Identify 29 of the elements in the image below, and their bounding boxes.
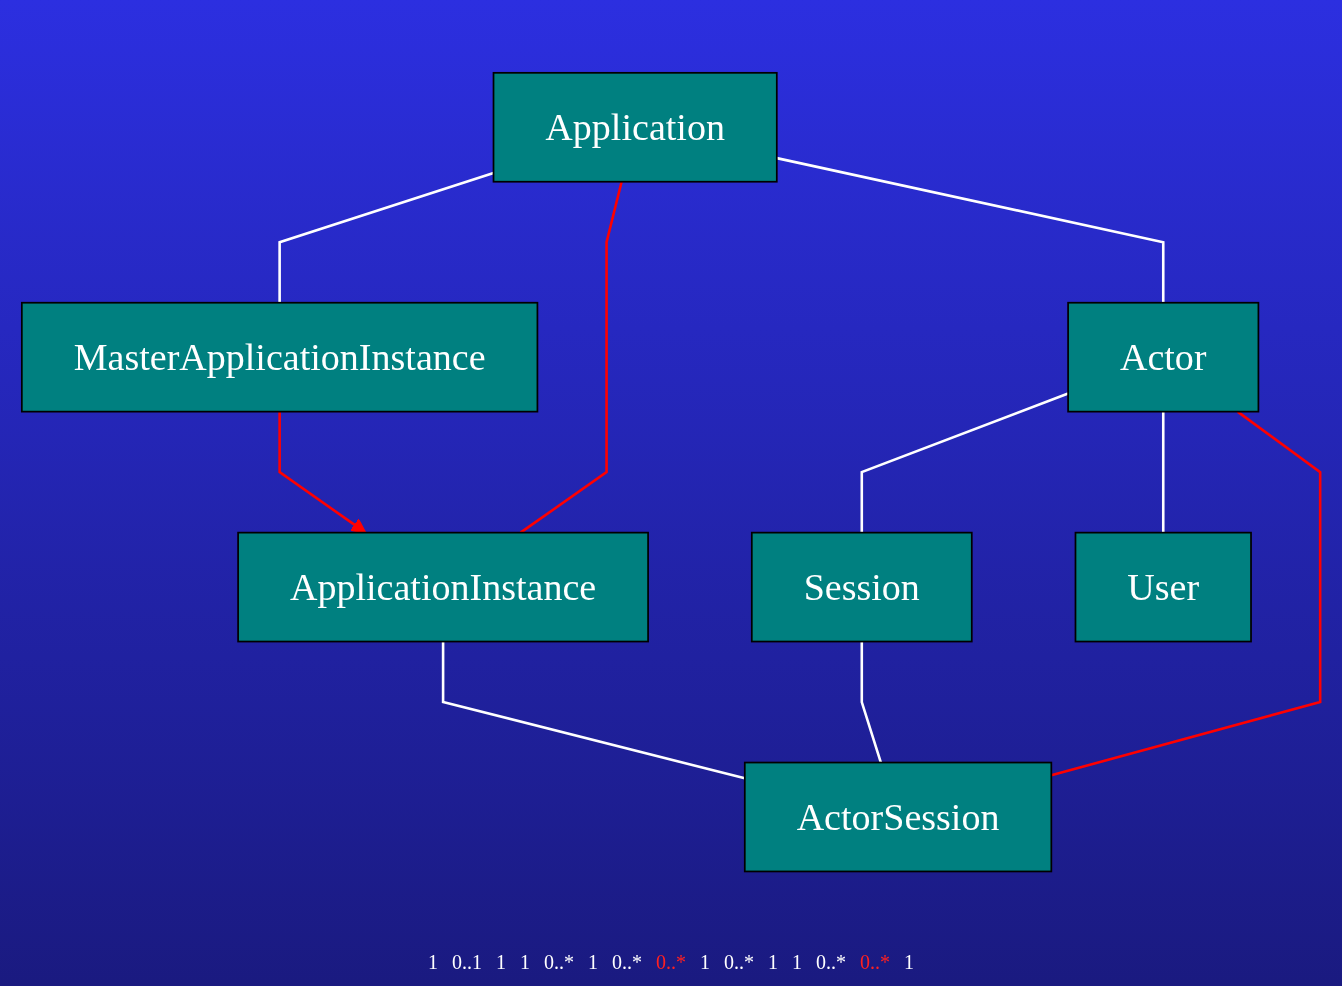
multiplicity-label: 1 bbox=[428, 951, 438, 974]
multiplicity-label: 0..* bbox=[860, 951, 890, 974]
multiplicity-label: 0..* bbox=[724, 951, 754, 974]
node-box: MasterApplicationInstance bbox=[20, 302, 539, 413]
multiplicity-label: 0..1 bbox=[452, 951, 482, 974]
connector bbox=[860, 641, 883, 764]
multiplicity-label: 1 bbox=[700, 951, 710, 974]
multiplicity-label: 1 bbox=[496, 951, 506, 974]
multiplicity-label: 0..* bbox=[612, 951, 642, 974]
connector bbox=[519, 181, 623, 535]
node-box: User bbox=[1074, 532, 1252, 643]
connector bbox=[860, 392, 1069, 533]
multiplicity-label: 1 bbox=[520, 951, 530, 974]
node-box: ActorSession bbox=[743, 762, 1053, 873]
node-box: Application bbox=[492, 72, 778, 183]
multiplicity-label: 0..* bbox=[656, 951, 686, 974]
multiplicity-label: 1 bbox=[588, 951, 598, 974]
arrow bbox=[278, 412, 367, 534]
connector bbox=[776, 157, 1165, 304]
connector bbox=[278, 172, 494, 304]
node-box: Session bbox=[750, 532, 973, 643]
connector bbox=[1161, 412, 1165, 533]
multiplicity-label: 0..* bbox=[816, 951, 846, 974]
multiplicity-label: 1 bbox=[904, 951, 914, 974]
multiplicity-label: 0..* bbox=[544, 951, 574, 974]
multiplicity-label: 1 bbox=[792, 951, 802, 974]
node-box: ApplicationInstance bbox=[237, 532, 649, 643]
multiplicity-label: 1 bbox=[768, 951, 778, 974]
node-box: Actor bbox=[1067, 302, 1260, 413]
